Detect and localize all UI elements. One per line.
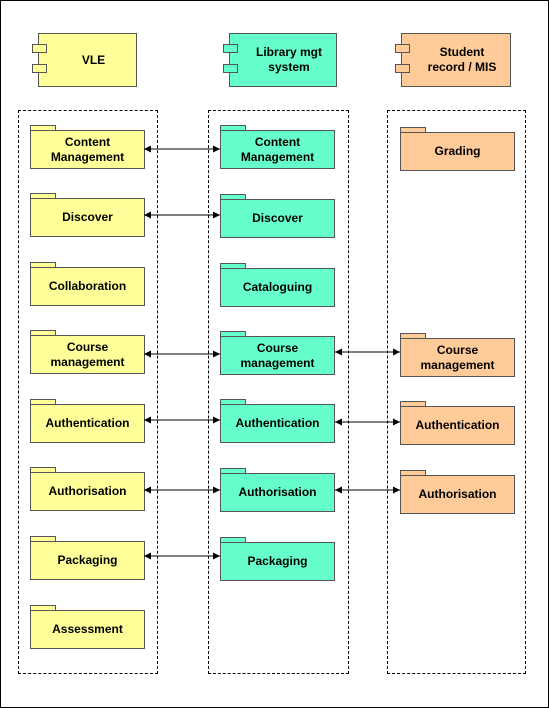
package-label: Assessment [30,610,145,649]
package-label: Content Management [220,130,335,169]
package-tab [30,262,56,269]
package-tab [220,263,246,270]
vle-component-label: VLE [81,52,106,67]
package-tab [220,399,246,406]
component-nub-top [32,44,47,53]
package-label: Authentication [220,404,335,443]
package-tab [30,125,56,132]
package-tab [400,470,426,477]
package-label: Authorisation [220,473,335,512]
component-nub-bottom [32,64,47,73]
package-tab [30,399,56,406]
package-tab [220,194,246,201]
component-nub-top [223,44,238,53]
vle-lane [18,110,158,674]
package-label: Authorisation [30,472,145,511]
package-tab [30,193,56,200]
package-tab [30,330,56,337]
library-lane [208,110,349,674]
package-label: Grading [400,132,515,171]
vle-component: VLE [32,33,137,87]
package-label: Course management [220,336,335,375]
package-label: Course management [30,335,145,374]
library-component-label: Library mgt system [255,45,322,74]
student-component-label: Student record / MIS [427,45,497,74]
package-label: Content Management [30,130,145,169]
package-label: Packaging [220,542,335,581]
package-label: Cataloguing [220,268,335,307]
student-component: Student record / MIS [395,33,511,87]
package-label: Discover [220,199,335,238]
package-label: Packaging [30,541,145,580]
package-tab [400,333,426,340]
package-label: Collaboration [30,267,145,306]
package-label: Authentication [400,406,515,445]
package-tab [220,125,246,132]
component-nub-bottom [223,64,238,73]
package-label: Authorisation [400,475,515,514]
package-tab [220,468,246,475]
library-component: Library mgt system [223,33,337,87]
package-tab [400,127,426,134]
package-tab [30,467,56,474]
package-tab [30,605,56,612]
component-nub-top [395,44,410,53]
student-lane [387,110,526,674]
package-label: Authentication [30,404,145,443]
component-nub-bottom [395,64,410,73]
package-label: Course management [400,338,515,377]
package-tab [220,537,246,544]
package-tab [400,401,426,408]
package-tab [30,536,56,543]
package-label: Discover [30,198,145,237]
package-tab [220,331,246,338]
